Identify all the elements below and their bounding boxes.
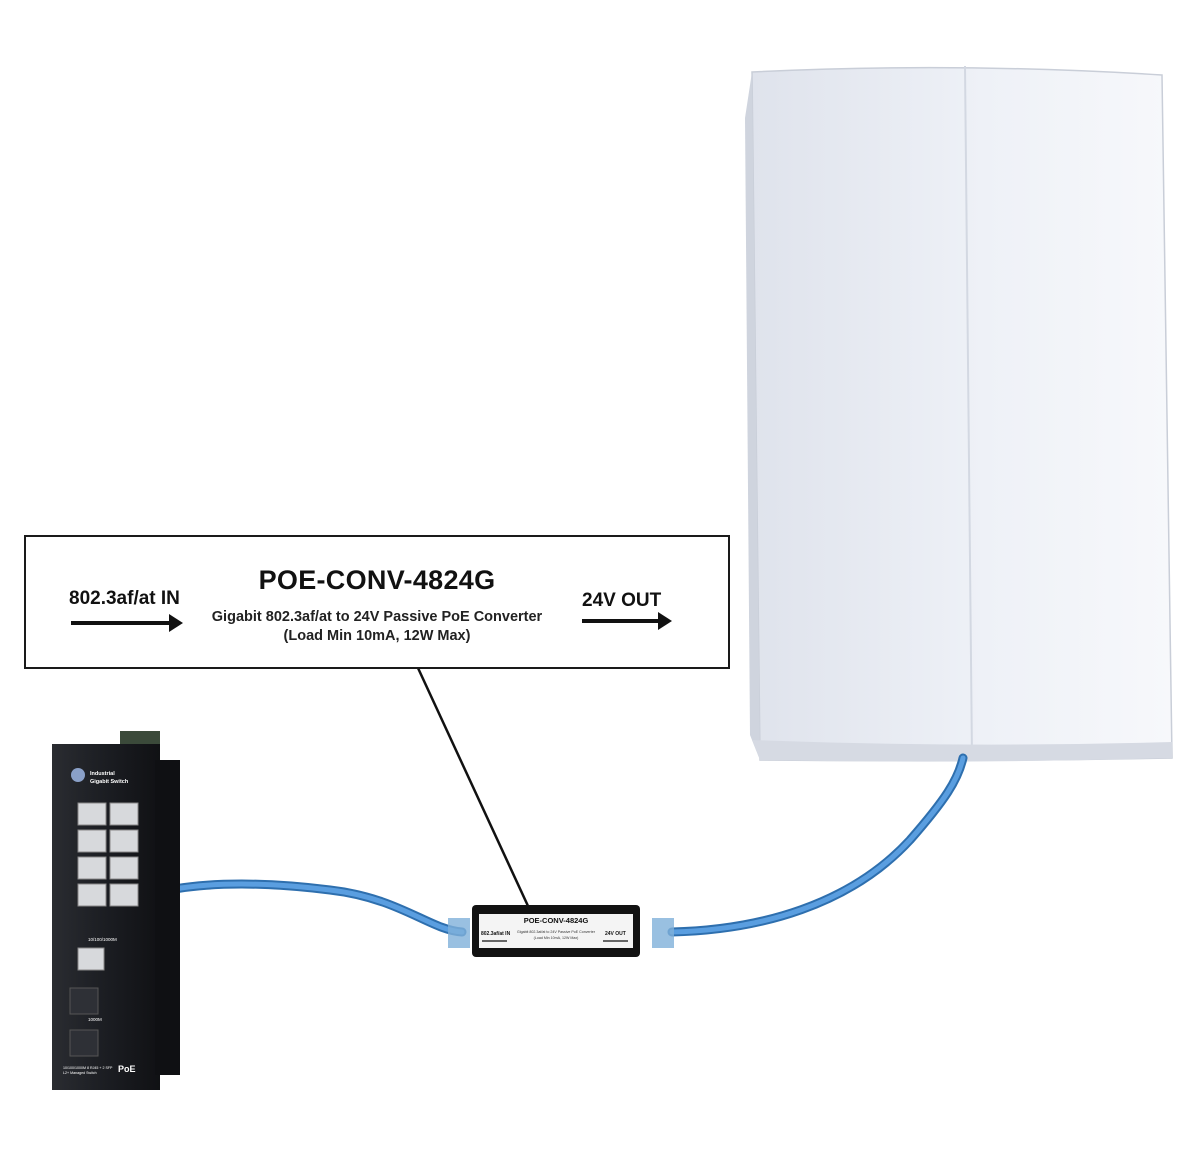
device-output-label: 24V OUT	[605, 931, 626, 937]
poe-converter-device	[448, 905, 674, 957]
device-input-label: 802.3af/at IN	[481, 931, 511, 937]
output-label: 24V OUT	[582, 590, 662, 611]
input-label: 802.3af/at IN	[69, 588, 180, 609]
switch-bottom-line2: L2+ Managed Switch	[63, 1071, 97, 1075]
device-description-label: Gigabit 802.3af/at to 24V Passive PoE Co…	[517, 930, 595, 934]
converter-callout: POE-CONV-4824G Gigabit 802.3af/at to 24V…	[24, 535, 730, 669]
callout-leader	[416, 667, 530, 907]
sfp-slot	[69, 1029, 99, 1057]
device-load-label: (Load Min 10mA, 12W Max)	[533, 936, 579, 940]
converter-description: Gigabit 802.3af/at to 24V Passive PoE Co…	[211, 609, 543, 625]
sfp-slot	[69, 987, 99, 1015]
converter-load-spec: (Load Min 10mA, 12W Max)	[283, 628, 471, 644]
rj45-port-group	[77, 802, 139, 971]
industrial-switch	[52, 731, 180, 1090]
outdoor-antenna	[745, 65, 1173, 762]
brand-logo-icon	[71, 768, 85, 782]
converter-model-title: POE-CONV-4824G	[258, 565, 496, 595]
device-model-label: POE-CONV-4824G	[523, 916, 589, 925]
switch-label-line1: Industrial	[90, 771, 115, 777]
switch-speed-label: 10/100/1000M	[88, 937, 117, 942]
poe-badge: PoE	[118, 1064, 136, 1074]
switch-label-line2: Gigabit Switch	[90, 779, 129, 785]
input-arrow-icon	[71, 614, 183, 632]
switch-sfp-label: 1000M	[88, 1017, 102, 1022]
switch-bottom-line1: 10/100/1000M 8 RJ45 + 2 SFP	[63, 1066, 113, 1070]
output-arrow-icon	[582, 612, 672, 630]
